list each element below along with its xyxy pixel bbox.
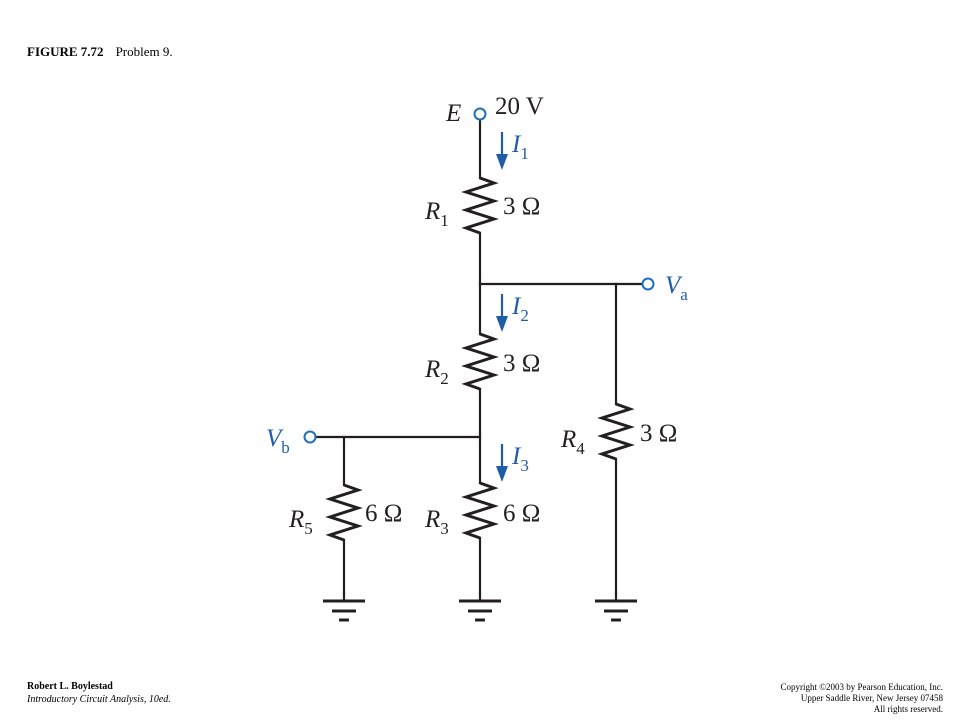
node-label-va: Va: [665, 272, 688, 304]
resistor-r4: [597, 402, 635, 461]
node-label-vb: Vb: [266, 425, 290, 457]
address-line: Upper Saddle River, New Jersey 07458: [800, 693, 943, 703]
resistor-label-r5: R5: [288, 506, 313, 538]
figure-title: Problem 9.: [115, 44, 173, 59]
resistor-label-r3: R3: [424, 506, 449, 538]
resistor-value-r1: 3 Ω: [503, 193, 540, 220]
resistor-value-r5: 6 Ω: [365, 500, 402, 527]
rights-line: All rights reserved.: [873, 704, 943, 714]
resistor-r3: [461, 481, 499, 540]
current-label-i1: I1: [511, 131, 529, 163]
source-value: 20 V: [495, 93, 544, 120]
current-arrow-i2: [496, 294, 508, 332]
resistor-label-r1: R1: [424, 198, 449, 230]
current-label-i2: I2: [511, 293, 529, 325]
figure-caption: FIGURE 7.72 Problem 9.: [27, 44, 173, 60]
terminal-va: [641, 277, 655, 291]
resistor-r1: [461, 176, 499, 235]
resistor-label-r2: R2: [424, 356, 449, 388]
figure-number: FIGURE 7.72: [27, 44, 104, 59]
resistor-r2: [461, 332, 499, 391]
terminal-e: [473, 107, 487, 121]
footer-book: Introductory Circuit Analysis, 10ed.: [27, 694, 171, 705]
resistor-label-r4: R4: [560, 426, 585, 458]
footer-credits: Robert L. Boylestad Introductory Circuit…: [27, 680, 171, 706]
current-arrow-i1: [496, 132, 508, 170]
source-label: E: [445, 100, 461, 127]
resistor-value-r4: 3 Ω: [640, 420, 677, 447]
footer-copyright: Copyright ©2003 by Pearson Education, In…: [780, 682, 943, 715]
ground-symbol-r5: [323, 599, 365, 622]
terminal-vb: [303, 430, 317, 444]
resistor-r5: [325, 483, 363, 542]
current-arrow-i3: [496, 444, 508, 482]
ground-symbol-r3: [459, 599, 501, 622]
current-label-i3: I3: [511, 443, 529, 475]
copyright-line: Copyright ©2003 by Pearson Education, In…: [780, 682, 943, 692]
resistor-value-r3: 6 Ω: [503, 500, 540, 527]
resistor-value-r2: 3 Ω: [503, 350, 540, 377]
ground-symbol-r4: [595, 599, 637, 622]
footer-author: Robert L. Boylestad: [27, 681, 113, 692]
